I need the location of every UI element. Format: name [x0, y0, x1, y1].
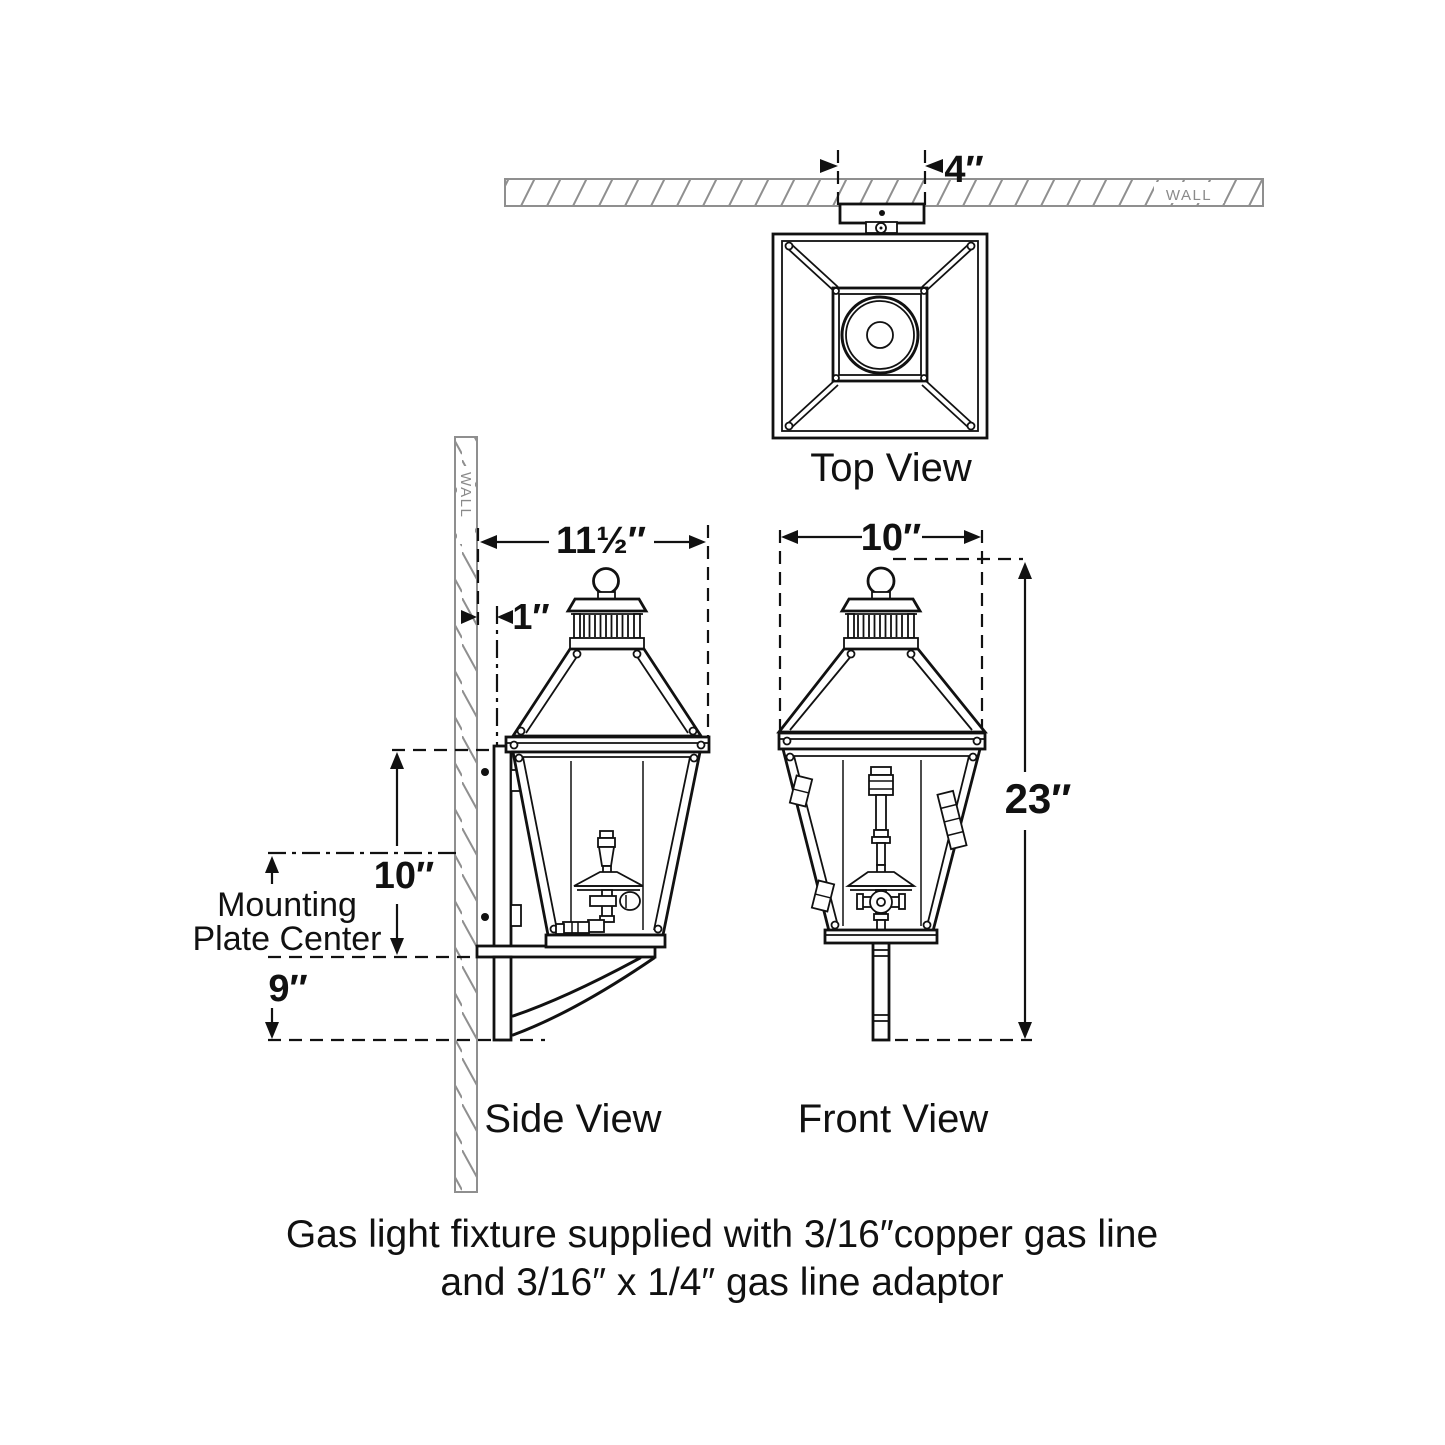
side-view-label: Side View	[484, 1097, 661, 1141]
side-wall-label: WALL	[457, 472, 474, 518]
top-view-wall: WALL	[504, 178, 1264, 207]
caption: Gas light fixture supplied with 3/16″cop…	[286, 1213, 1158, 1304]
plate-note-line2: Plate Center	[193, 920, 382, 958]
front-view-height-dimension: 23″	[1005, 562, 1072, 1039]
side-view-burner	[555, 830, 644, 935]
cap	[839, 597, 923, 613]
top-view: WALL 4″	[504, 149, 1264, 490]
cap	[565, 597, 649, 613]
finial-ball	[592, 567, 620, 595]
vent-louvers	[583, 615, 629, 637]
top-view-width-dimension: 4″	[820, 149, 984, 205]
side-view-wall: WALL	[454, 436, 478, 1193]
side-view-construction-lines	[268, 525, 710, 1042]
top-wall-label: WALL	[1166, 187, 1212, 204]
front-view-label: Front View	[798, 1097, 989, 1141]
front-view: 10″ 23″	[776, 517, 1072, 1141]
wall-label-backing	[1154, 182, 1224, 203]
top-band	[504, 735, 711, 754]
front-height-dim-label: 23″	[1005, 775, 1072, 822]
side-view: WALL 11½″ 1″	[193, 436, 711, 1193]
side-view-bracket	[475, 744, 657, 1042]
door-hinges	[788, 774, 968, 913]
top-view-label: Top View	[810, 446, 972, 490]
top-width-dim-label: 4″	[944, 149, 983, 191]
front-width-dim-label: 10″	[861, 517, 921, 559]
plate-note-line1: Mounting	[217, 886, 357, 924]
side-view-width-dimension: 11½″	[480, 520, 706, 562]
front-view-burner	[845, 766, 917, 931]
side-plate-dim-label: 10″	[374, 855, 434, 897]
caption-line1: Gas light fixture supplied with 3/16″cop…	[286, 1213, 1158, 1256]
valve-knob	[619, 891, 641, 911]
side-below-dim-label: 9″	[268, 968, 307, 1010]
finial-ball	[866, 566, 896, 596]
side-view-lantern	[504, 567, 711, 949]
side-view-plate-note: Mounting Plate Center 9″	[193, 856, 382, 1039]
side-offset-dim-label: 1″	[512, 596, 549, 637]
bottom-band	[544, 933, 667, 949]
mount-screw-bottom	[481, 913, 489, 921]
side-view-plate-dimension: 10″	[374, 752, 434, 955]
mount-screw-top	[481, 768, 489, 776]
top-band	[777, 731, 987, 751]
front-view-width-dimension: 10″	[781, 517, 981, 559]
roof	[776, 647, 988, 734]
front-view-lantern	[776, 566, 988, 1042]
top-view-corner-braces	[785, 242, 975, 430]
bottom-band	[823, 928, 939, 945]
top-view-lantern	[771, 232, 989, 440]
roof	[510, 647, 704, 738]
side-view-offset-dimension: 1″	[461, 596, 550, 637]
top-view-mounting-plate	[838, 202, 926, 234]
stem	[871, 941, 891, 1042]
vent-louvers	[857, 615, 903, 637]
front-view-construction-lines	[778, 530, 1032, 1042]
side-width-dim-label: 11½″	[556, 520, 646, 562]
caption-line2: and 3/16″ x 1/4″ gas line adaptor	[440, 1261, 1003, 1304]
wall-label-backing	[457, 466, 475, 544]
